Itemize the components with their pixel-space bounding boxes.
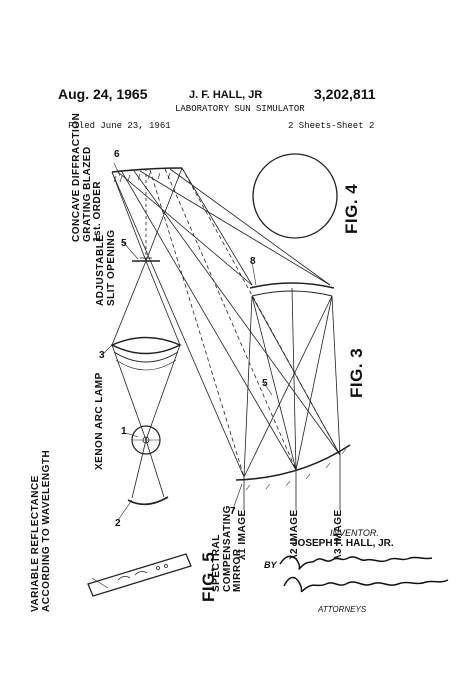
attorneys-caption: ATTORNEYS	[318, 605, 367, 614]
numeral-3: 3	[99, 350, 105, 361]
spectral-mirror	[235, 444, 351, 481]
grating-label: CONCAVE DIFFRACTION GRATING BLAZED 1st. …	[71, 112, 103, 242]
lamp-reflector	[127, 496, 169, 506]
fig4-label: FIG. 4	[342, 183, 361, 234]
image-1-label: λ1 IMAGE	[237, 509, 248, 560]
fig3-label: FIG. 3	[347, 347, 366, 398]
concave-grating	[111, 167, 183, 173]
numeral-2: 2	[115, 518, 121, 529]
condenser-lens	[110, 336, 182, 355]
variable-reflectance-label: VARIABLE REFLECTANCE ACCORDING TO WAVELE…	[30, 449, 52, 612]
patent-number: 3,202,811	[314, 86, 376, 102]
patent-date: Aug. 24, 1965	[58, 86, 148, 102]
fig4-sun-disk	[252, 153, 338, 239]
slit-label: ADJUSTABLE SLIT OPENING	[95, 229, 117, 306]
inventor-full-name: JOSEPH F. HALL, JR.	[292, 538, 394, 549]
attorney-signatures	[279, 555, 449, 593]
by-label: BY	[264, 560, 277, 570]
numeral-6: 6	[114, 149, 120, 160]
fig5-reflectance-plate	[87, 553, 192, 597]
numeral-7: 7	[230, 506, 236, 517]
inventor-short: J. F. HALL, JR	[189, 89, 263, 101]
inventor-caption: INVENTOR.	[330, 528, 379, 538]
collimating-mirror	[249, 282, 335, 289]
numeral-8: 8	[250, 256, 256, 267]
filed-date: Filed June 23, 1961	[68, 121, 171, 131]
fig5-label: FIG. 5	[199, 551, 218, 602]
numeral-5-slit: 5	[121, 238, 127, 249]
sheet-count: 2 Sheets-Sheet 2	[288, 121, 375, 131]
numeral-1: 1	[121, 426, 127, 437]
patent-title: LABORATORY SUN SIMULATOR	[175, 104, 305, 114]
lamp-label: XENON ARC LAMP	[94, 372, 105, 470]
numeral-5-beam: 5	[262, 378, 268, 389]
